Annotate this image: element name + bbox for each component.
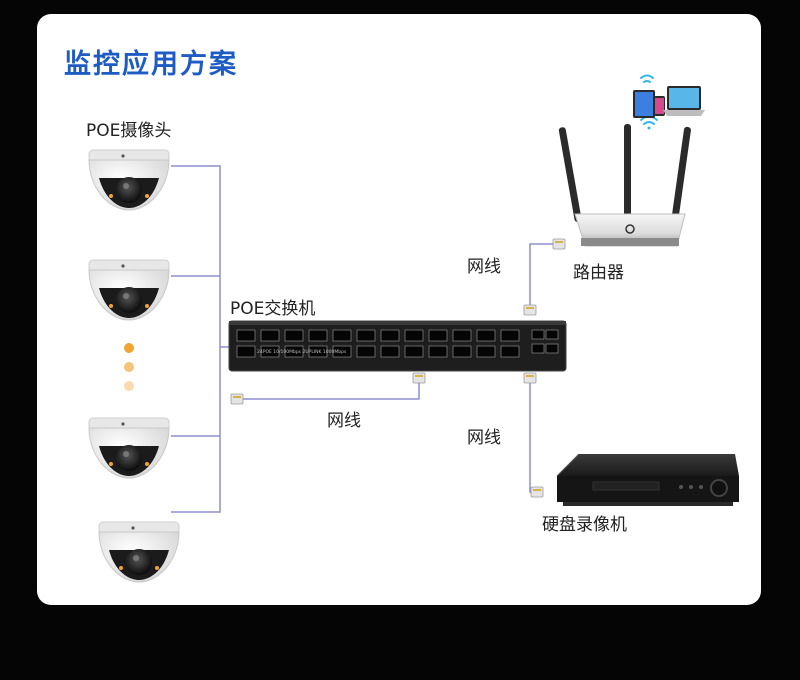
router-icon [558,124,691,247]
switch-port [236,345,256,358]
switch-port [404,329,424,342]
diagram-card: 监控应用方案 [37,14,761,605]
dome-camera-icon [88,417,170,479]
switch-port [428,329,448,342]
dome-camera-icon [98,521,180,583]
dome-camera-icon [88,149,170,211]
switch-port [284,329,304,342]
camera-bus-line [171,165,221,513]
switch-port [500,345,520,358]
nvr-icon [556,453,739,506]
dome-camera-icon [88,259,170,321]
switch-port [308,329,328,342]
switch-panel-text: 24POE 10/100Mbps 2UPLINK 1000Mbps [257,349,347,355]
laptop-icon [663,86,705,116]
cable-label-router: 网线 [467,257,501,277]
switch-port [452,329,472,342]
cable-label-nvr: 网线 [467,428,501,448]
switch-port [356,345,376,358]
nvr-cable-line [529,376,537,493]
camera-label: POE摄像头 [86,121,172,141]
left-cable-line [237,376,420,400]
nvr-label: 硬盘录像机 [542,515,627,535]
switch-port [476,345,496,358]
switch-port [284,345,304,358]
page-title: 监控应用方案 [64,49,238,80]
switch-port [332,345,352,358]
switch-port [380,329,400,342]
router-cable-line [529,243,559,311]
network-diagram: 24POE 10/100Mbps 2UPLINK 1000Mbps [88,74,739,583]
switch-port [500,329,520,342]
switch-port [404,345,424,358]
switch-port [476,329,496,342]
poe-switch-icon [228,320,567,372]
more-cameras-dots [124,343,134,391]
switch-port [260,345,280,358]
switch-label: POE交换机 [230,299,316,319]
switch-port [260,329,280,342]
switch-port [452,345,472,358]
switch-port [308,345,328,358]
switch-port [428,345,448,358]
router-label: 路由器 [573,263,624,283]
switch-port [236,329,256,342]
switch-port [356,329,376,342]
switch-port [380,345,400,358]
phone-icon [654,96,665,116]
cable-label-left: 网线 [327,411,361,431]
switch-port [332,329,352,342]
tablet-icon [633,90,655,118]
